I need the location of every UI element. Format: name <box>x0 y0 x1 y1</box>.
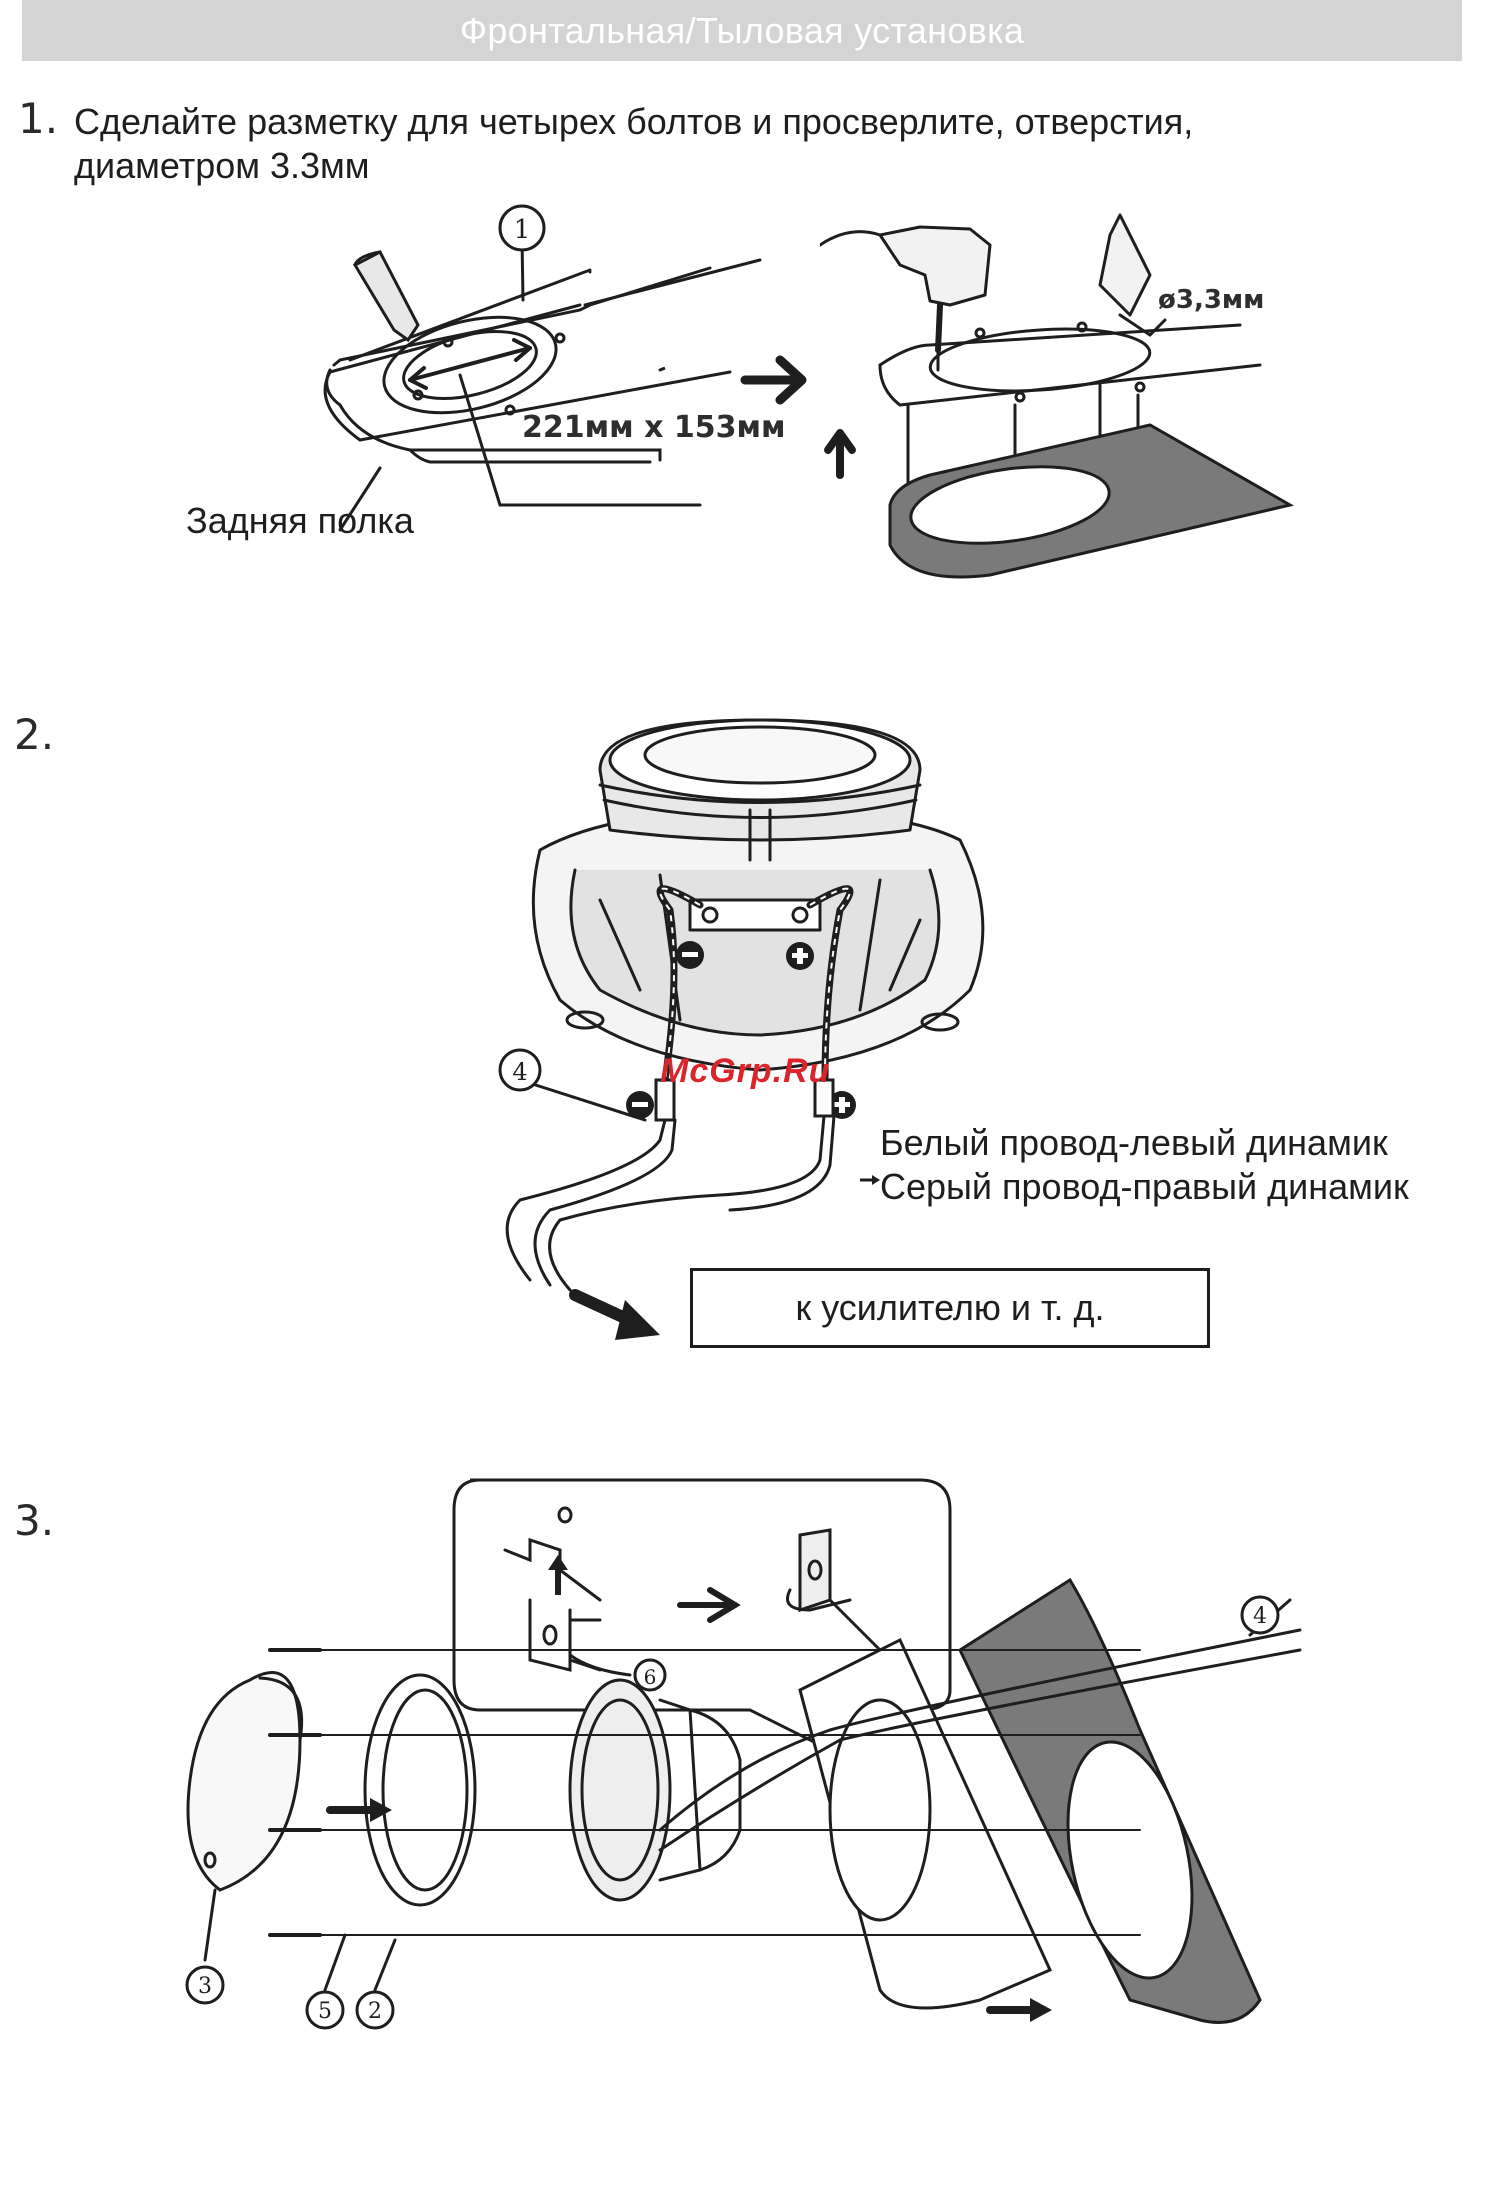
arrow-right-icon <box>740 350 820 410</box>
callout-4b-label: 4 <box>1253 1604 1267 1629</box>
step-1-text-line-1: Сделайте разметку для четырех болтов и п… <box>74 100 1193 144</box>
white-wire-label: Белый провод-левый динамик <box>880 1122 1388 1164</box>
callout-4-label: 4 <box>512 1058 527 1086</box>
rear-shelf-label: Задняя полка <box>186 500 414 542</box>
callout-2-label: 2 <box>368 1999 382 2024</box>
speaker-wiring-diagram: 4 <box>480 700 1040 1360</box>
grey-wire-label: Серый провод-правый динамик <box>880 1166 1409 1208</box>
amplifier-label: к усилителю и т. д. <box>795 1287 1104 1329</box>
callout-5-label: 5 <box>318 1999 332 2024</box>
amplifier-box: к усилителю и т. д. <box>690 1268 1210 1348</box>
callout-1-label: 1 <box>514 215 531 245</box>
page-header-bar: Фронтальная/Тыловая установка <box>22 0 1462 61</box>
speaker-assembly-diagram: 3 5 2 4 <box>180 1560 1330 2080</box>
step-1-text-line-2: диаметром 3.3мм <box>74 144 370 188</box>
page-title: Фронтальная/Тыловая установка <box>460 10 1025 52</box>
drill-diagram <box>820 205 1300 605</box>
dimension-label: 221мм x 153мм <box>522 410 786 445</box>
callout-3-label: 3 <box>198 1974 212 1999</box>
step-2-number: 2. <box>14 710 54 759</box>
watermark: McGrp.Ru <box>660 1052 830 1091</box>
hole-diameter-label: ø3,3мм <box>1158 285 1264 315</box>
step-3-number: 3. <box>14 1496 54 1545</box>
step-1-number: 1. <box>18 94 58 143</box>
